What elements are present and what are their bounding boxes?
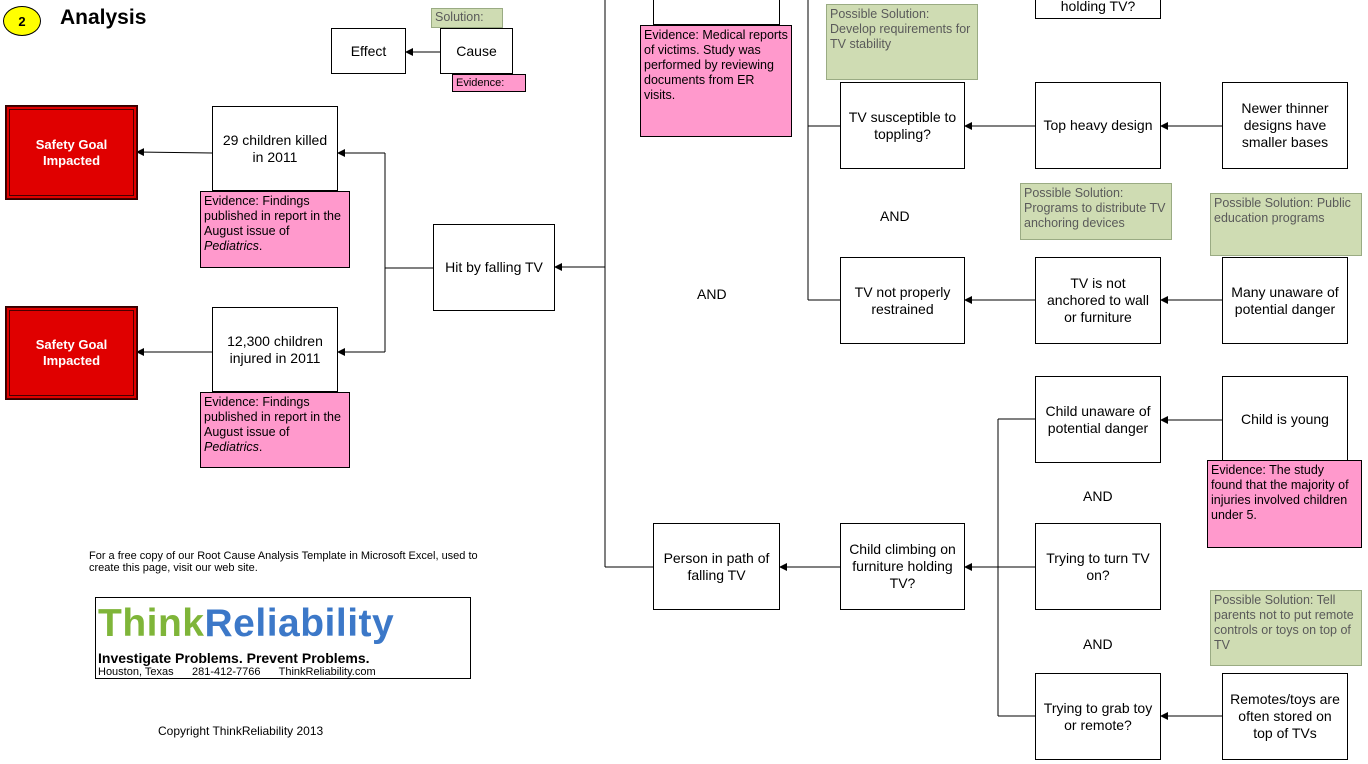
solution-public-education: Possible Solution: Public education prog… xyxy=(1210,193,1362,256)
cause-child-climbing: Child climbing on furniture holding TV? xyxy=(840,523,965,610)
page-title: Analysis xyxy=(60,6,147,29)
cause-tv-not-restrained: TV not properly restrained xyxy=(840,257,965,344)
cause-remotes-stored: Remotes/toys are often stored on top of … xyxy=(1222,673,1348,760)
cause-newer-thinner-designs: Newer thinner designs have smaller bases xyxy=(1222,82,1348,169)
copyright-text: Copyright ThinkReliability 2013 xyxy=(158,724,324,738)
evidence-killed-text: Evidence: Findings published in report i… xyxy=(204,194,341,238)
and-label: AND xyxy=(697,286,727,302)
legend-cause-box: Cause xyxy=(440,28,513,74)
free-copy-note: For a free copy of our Root Cause Analys… xyxy=(89,550,478,574)
logo-reliability: Reliability xyxy=(204,602,395,645)
thinkreliability-logo: ThinkReliability xyxy=(98,602,394,646)
cause-person-in-path: Person in path of falling TV xyxy=(653,523,780,610)
effect-children-injured: 12,300 children injured in 2011 xyxy=(212,307,338,392)
cause-child-unaware: Child unaware of potential danger xyxy=(1035,376,1161,463)
effect-children-killed: 29 children killed in 2011 xyxy=(212,106,338,191)
logo-think: Think xyxy=(98,602,205,645)
evidence-killed: Evidence: Findings published in report i… xyxy=(200,191,350,268)
safety-goal-box: Safety Goal Impacted xyxy=(5,306,138,400)
evidence-injured: Evidence: Findings published in report i… xyxy=(200,392,350,468)
contact-website: ThinkReliability.com xyxy=(278,666,376,678)
cause-hit-by-falling-tv: Hit by falling TV xyxy=(433,224,555,311)
cause-tv-susceptible: TV susceptible to toppling? xyxy=(840,82,965,169)
solution-tell-parents: Possible Solution: Tell parents not to p… xyxy=(1210,590,1362,666)
legend-effect-box: Effect xyxy=(331,28,406,74)
cause-many-unaware: Many unaware of potential danger xyxy=(1222,257,1348,344)
tagline: Investigate Problems. Prevent Problems. xyxy=(98,650,370,666)
thinkreliability-logo-card: ThinkReliability Investigate Problems. P… xyxy=(95,597,471,679)
step-number-badge: 2 xyxy=(3,6,41,36)
cause-holding-tv-partial: holding TV? xyxy=(1035,0,1161,19)
safety-goal-box: Safety Goal Impacted xyxy=(5,105,138,200)
cause-top-heavy-design: Top heavy design xyxy=(1035,82,1161,169)
solution-anchoring-programs: Possible Solution: Programs to distribut… xyxy=(1020,183,1172,240)
evidence-injured-text: Evidence: Findings published in report i… xyxy=(204,395,341,439)
cause-tv-not-anchored: TV is not anchored to wall or furniture xyxy=(1035,257,1161,344)
legend-evidence: Evidence: xyxy=(452,74,526,92)
cause-child-is-young: Child is young xyxy=(1222,376,1348,463)
cause-trying-to-grab: Trying to grab toy or remote? xyxy=(1035,673,1161,760)
evidence-killed-journal: Pediatrics xyxy=(204,239,259,253)
contact-phone: 281-412-7766 xyxy=(191,666,261,678)
legend-solution: Solution: xyxy=(431,8,503,28)
contact-city: Houston, Texas xyxy=(98,666,174,678)
evidence-medical-reports: Evidence: Medical reports of victims. St… xyxy=(640,25,792,137)
evidence-injured-journal: Pediatrics xyxy=(204,440,259,454)
and-label: AND xyxy=(880,208,910,224)
and-label: AND xyxy=(1083,488,1113,504)
contact-line: Houston, Texas 281-412-7766 ThinkReliabi… xyxy=(98,666,376,678)
cause-top-partial xyxy=(653,0,780,25)
and-label: AND xyxy=(1083,636,1113,652)
evidence-children-under-5: Evidence: The study found that the major… xyxy=(1207,460,1362,548)
solution-develop-requirements: Possible Solution: Develop requirements … xyxy=(826,4,978,80)
cause-trying-to-turn-on: Trying to turn TV on? xyxy=(1035,523,1161,610)
